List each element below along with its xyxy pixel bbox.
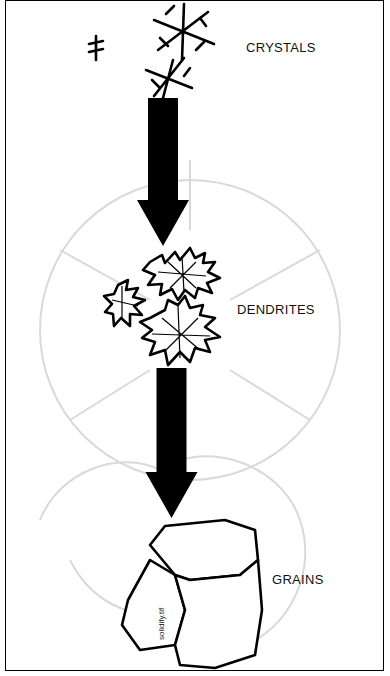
stage-group: GRAINS bbox=[120, 518, 264, 670]
dendrite bbox=[104, 280, 145, 326]
stage-label: GRAINS bbox=[272, 572, 324, 587]
crystal-shapes bbox=[89, 4, 214, 98]
dendrite-branches bbox=[112, 256, 210, 358]
dendrite-arms bbox=[112, 286, 138, 320]
stage-group: DENDRITES bbox=[103, 246, 223, 368]
grain bbox=[175, 560, 262, 668]
stage-label: CRYSTALS bbox=[246, 40, 316, 55]
file-name-note: solidify.tif bbox=[157, 608, 166, 640]
small-crystal bbox=[89, 36, 103, 60]
frame bbox=[6, 1, 384, 671]
dendrite bbox=[140, 296, 220, 365]
process-arrow bbox=[137, 98, 189, 246]
dendrite-arms bbox=[158, 256, 206, 292]
large-crystal bbox=[154, 4, 214, 60]
stage-group: CRYSTALS bbox=[86, 4, 240, 98]
watermark-emblem bbox=[40, 160, 340, 650]
dendrite-shapes bbox=[104, 248, 220, 365]
stage-label: DENDRITES bbox=[237, 302, 315, 317]
watermark-rays bbox=[60, 160, 320, 420]
crystal bbox=[146, 58, 192, 98]
grain-shapes bbox=[122, 520, 262, 668]
dendrite bbox=[143, 248, 220, 300]
grain bbox=[150, 520, 258, 580]
process-arrow bbox=[146, 368, 198, 518]
dendrite-arms bbox=[152, 306, 210, 358]
